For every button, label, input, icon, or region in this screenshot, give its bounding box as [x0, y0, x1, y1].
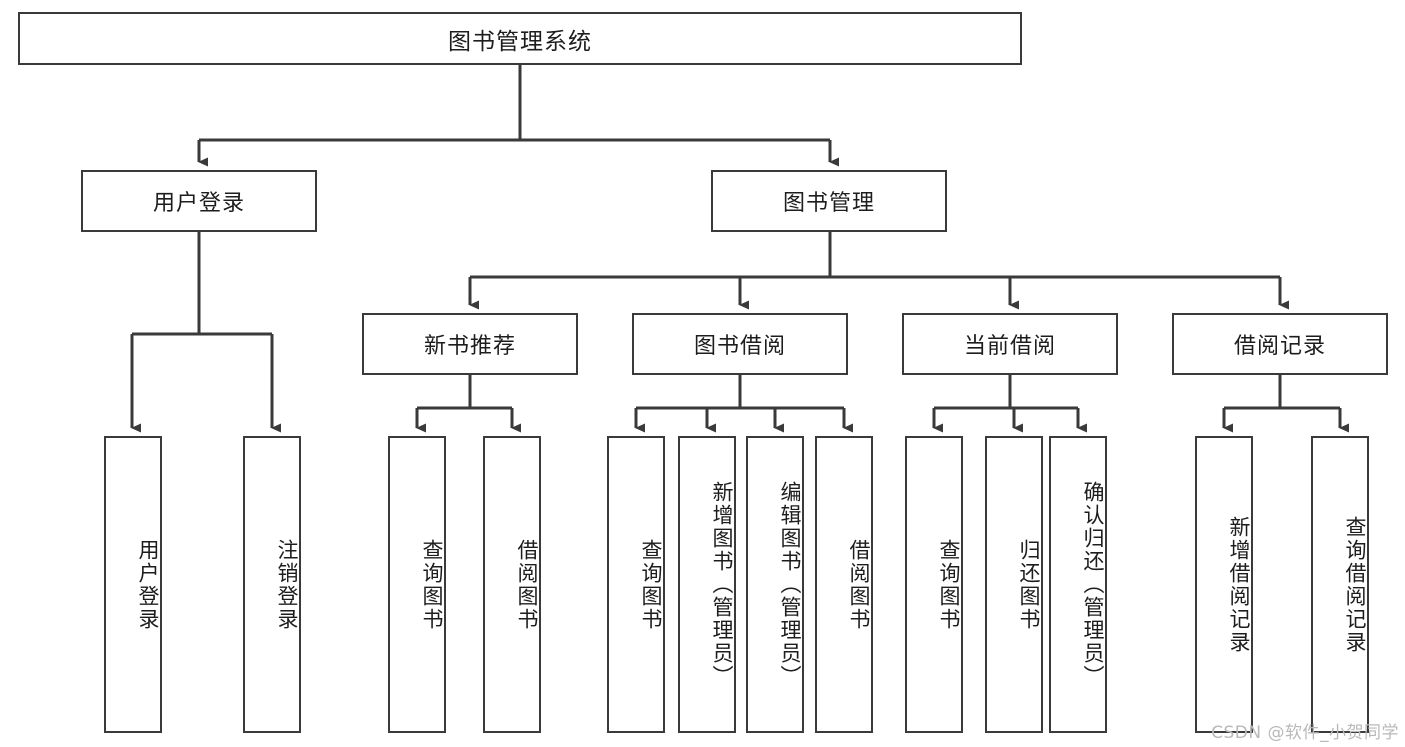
leaf-user-login-login[interactable]: 用户登录 [104, 436, 162, 733]
node-root[interactable]: 图书管理系统 [18, 12, 1022, 65]
leaf-borrow-record-add[interactable]: 新增借阅记录 [1195, 436, 1253, 733]
node-borrow-record[interactable]: 借阅记录 [1172, 313, 1388, 375]
node-new-book-recommend[interactable]: 新书推荐 [362, 313, 578, 375]
leaf-book-borrow-borrow[interactable]: 借阅图书 [815, 436, 873, 733]
leaf-current-borrow-confirm[interactable]: 确认归还（管理员） [1049, 436, 1107, 733]
node-current-borrow[interactable]: 当前借阅 [902, 313, 1118, 375]
leaf-user-login-logout[interactable]: 注销登录 [243, 436, 301, 733]
leaf-book-borrow-edit[interactable]: 编辑图书（管理员） [746, 436, 804, 733]
node-book-management[interactable]: 图书管理 [711, 170, 947, 232]
leaf-current-borrow-query[interactable]: 查询图书 [905, 436, 963, 733]
leaf-new-book-borrow[interactable]: 借阅图书 [483, 436, 541, 733]
leaf-book-borrow-query[interactable]: 查询图书 [607, 436, 665, 733]
leaf-current-borrow-return[interactable]: 归还图书 [985, 436, 1043, 733]
leaf-borrow-record-query[interactable]: 查询借阅记录 [1311, 436, 1369, 733]
node-user-login[interactable]: 用户登录 [81, 170, 317, 232]
leaf-new-book-query[interactable]: 查询图书 [388, 436, 446, 733]
leaf-book-borrow-add[interactable]: 新增图书（管理员） [678, 436, 736, 733]
node-book-borrow[interactable]: 图书借阅 [632, 313, 848, 375]
